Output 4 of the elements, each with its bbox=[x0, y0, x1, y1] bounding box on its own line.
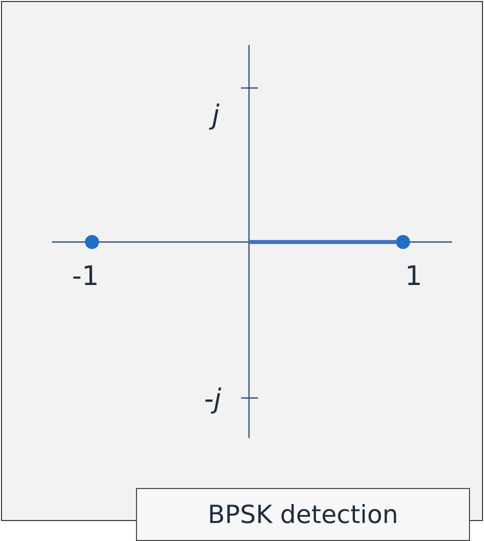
tick-label: -1 bbox=[72, 263, 99, 290]
caption-box: BPSK detection bbox=[136, 488, 470, 541]
axis-label: -j bbox=[204, 386, 222, 413]
tick-label: 1 bbox=[405, 263, 422, 290]
